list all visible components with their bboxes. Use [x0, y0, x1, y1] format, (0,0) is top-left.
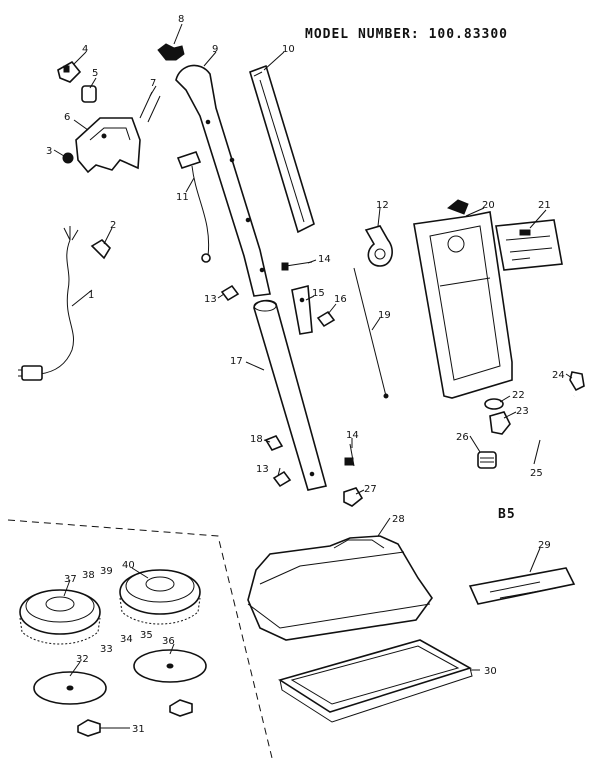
part-23-valve: [489, 411, 511, 435]
callout-4: 4: [82, 44, 88, 55]
callout-25: 25: [530, 468, 543, 479]
part-17-lower-handle: [253, 299, 327, 491]
part-18-cord-clip: [264, 435, 284, 451]
part-2-strain-relief: [90, 238, 112, 260]
part-15-clamp: [291, 284, 313, 335]
callout-22: 22: [512, 390, 525, 401]
part-34-35-36-pad: [133, 649, 207, 683]
part-4-switch: [57, 60, 82, 83]
part-28-motor-housing: [247, 535, 433, 641]
part-5-switch-cap: [81, 85, 97, 103]
leader-lines: [53, 23, 573, 729]
part-39-40-brush: [119, 569, 201, 625]
callout-39: 39: [100, 566, 113, 577]
part-13-screw-lower: [272, 470, 292, 488]
model-number-title: MODEL NUMBER: 100.83300: [305, 27, 508, 42]
callout-13-upper: 13: [204, 294, 217, 305]
callout-33: 33: [100, 644, 113, 655]
callout-34: 34: [120, 634, 133, 645]
callout-27: 27: [364, 484, 377, 495]
callout-11: 11: [176, 192, 189, 203]
part-14-bolt-lower: [344, 443, 355, 467]
part-10-handle-channel: [249, 64, 315, 234]
callout-29: 29: [538, 540, 551, 551]
callout-26: 26: [456, 432, 469, 443]
callout-14-lower: 14: [346, 430, 359, 441]
callout-35: 35: [140, 630, 153, 641]
part-9-upper-handle: [175, 64, 271, 297]
callout-7: 7: [150, 78, 156, 89]
callout-40: 40: [122, 560, 135, 571]
callout-numbers: 1 2 3 4 5 6 7 8 9 10 11 12 13 13 14 14 1…: [46, 14, 565, 735]
callout-31: 31: [132, 724, 145, 735]
callout-1: 1: [88, 290, 94, 301]
callout-14-upper: 14: [318, 254, 331, 265]
callout-32: 32: [76, 654, 89, 665]
part-22-washer: [484, 398, 504, 410]
callout-37: 37: [64, 574, 77, 585]
part-3-screw: [62, 152, 74, 164]
callout-36: 36: [162, 636, 175, 647]
callout-6: 6: [64, 112, 70, 123]
part-14-bolt-upper: [281, 261, 313, 271]
callout-24: 24: [552, 370, 565, 381]
part-19-rod: [353, 267, 389, 399]
part-29-nameplate: [468, 567, 576, 605]
part-1-power-cord: [18, 226, 79, 381]
callout-16: 16: [334, 294, 347, 305]
part-7-screws: [139, 91, 161, 123]
callout-3: 3: [46, 146, 52, 157]
accessory-group-border: [7, 519, 273, 759]
part-30-tray: [278, 639, 473, 723]
part-21-label: [495, 219, 563, 271]
part-31-pad-holders: [77, 699, 193, 737]
callout-18: 18: [250, 434, 263, 445]
callout-10: 10: [282, 44, 295, 55]
callout-9: 9: [212, 44, 218, 55]
callout-28: 28: [392, 514, 405, 525]
part-25-hose: [519, 395, 576, 442]
callout-23: 23: [516, 406, 529, 417]
section-label: B5: [498, 507, 516, 522]
part-26-knob: [477, 451, 497, 469]
callout-17: 17: [230, 356, 243, 367]
part-32-33-pad: [33, 671, 107, 705]
callout-15: 15: [312, 288, 325, 299]
callout-19: 19: [378, 310, 391, 321]
callout-12: 12: [376, 200, 389, 211]
callout-8: 8: [178, 14, 184, 25]
part-11-cord-bracket: [176, 151, 211, 263]
part-6-switch-housing: [75, 117, 141, 174]
part-27-fitting: [343, 487, 364, 507]
part-16-nut: [316, 310, 336, 328]
part-37-38-brush: [19, 589, 101, 645]
callout-2: 2: [110, 220, 116, 231]
part-24-elbow: [569, 371, 585, 392]
part-12-cord-hook: [364, 225, 393, 267]
callout-30: 30: [484, 666, 497, 677]
part-13-screw-upper: [220, 284, 240, 302]
callout-5: 5: [92, 68, 98, 79]
callout-38: 38: [82, 570, 95, 581]
callout-20: 20: [482, 200, 495, 211]
part-8-handle-grip-cap: [157, 43, 185, 61]
part-20-tank: [413, 199, 513, 399]
callout-13-lower: 13: [256, 464, 269, 475]
callout-21: 21: [538, 200, 551, 211]
